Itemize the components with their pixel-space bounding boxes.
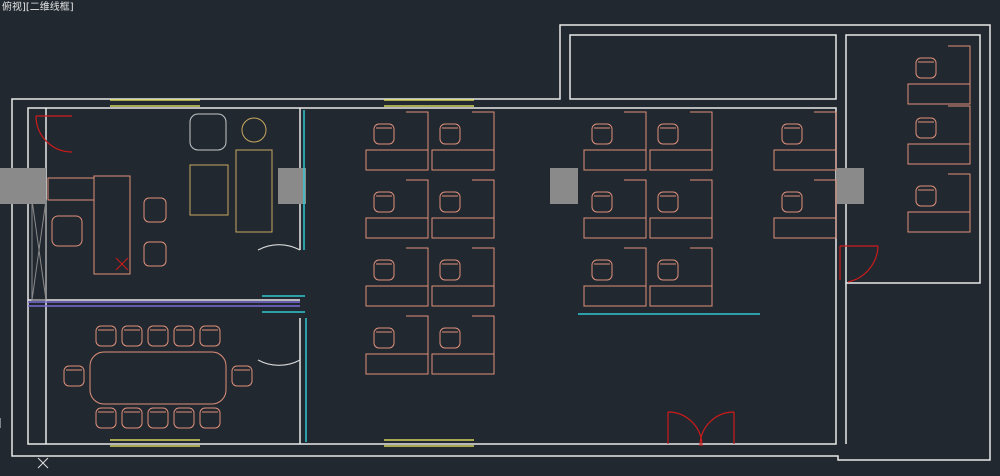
manager-office xyxy=(31,113,273,301)
workstation xyxy=(907,45,971,105)
chair xyxy=(657,259,679,281)
chair xyxy=(199,325,221,347)
chair xyxy=(439,191,461,213)
chair xyxy=(147,325,169,347)
conference-table xyxy=(89,351,227,405)
chair xyxy=(51,215,83,247)
chair xyxy=(373,259,395,281)
workstation xyxy=(583,111,647,171)
chair xyxy=(657,123,679,145)
workstation xyxy=(365,179,429,239)
viewport-label[interactable]: 俯视][二维线框] xyxy=(2,2,74,13)
workstation xyxy=(431,111,495,171)
workstation xyxy=(583,179,647,239)
chair xyxy=(95,325,117,347)
storage xyxy=(31,199,47,301)
workstation xyxy=(431,179,495,239)
columns xyxy=(0,168,864,204)
window xyxy=(384,439,474,447)
workstation xyxy=(431,247,495,307)
chair xyxy=(199,407,221,429)
door-main-left[interactable] xyxy=(667,411,703,447)
chair xyxy=(173,407,195,429)
ucs-icon xyxy=(0,418,49,469)
workstation xyxy=(649,111,713,171)
chair xyxy=(591,123,613,145)
chair xyxy=(95,407,117,429)
column xyxy=(278,168,306,204)
walls xyxy=(11,24,991,461)
meeting-room xyxy=(89,351,227,405)
desk-return xyxy=(47,177,95,201)
column xyxy=(836,168,864,204)
window xyxy=(384,99,474,107)
chair xyxy=(439,327,461,349)
window xyxy=(110,99,200,107)
workstation xyxy=(649,247,713,307)
chair xyxy=(915,117,937,139)
door-main-right[interactable] xyxy=(699,411,735,447)
workstation xyxy=(431,315,495,375)
chair xyxy=(591,259,613,281)
chair xyxy=(143,241,167,267)
column xyxy=(0,168,46,204)
sofa xyxy=(189,164,229,216)
windows xyxy=(110,99,474,447)
chair xyxy=(231,365,253,387)
chair xyxy=(915,185,937,207)
desk xyxy=(93,175,131,275)
armchair xyxy=(189,113,227,151)
meeting-chairs xyxy=(63,325,253,429)
workstation xyxy=(773,179,837,239)
chair xyxy=(439,259,461,281)
chair xyxy=(439,123,461,145)
workstation xyxy=(907,173,971,233)
glass-partitions xyxy=(262,110,760,442)
door-meeting[interactable] xyxy=(257,244,301,366)
chair xyxy=(657,191,679,213)
chair xyxy=(373,327,395,349)
chair xyxy=(915,57,937,79)
chair xyxy=(147,407,169,429)
window xyxy=(110,439,200,447)
workstation xyxy=(365,111,429,171)
workstation xyxy=(365,247,429,307)
chair xyxy=(63,365,85,387)
door-office[interactable] xyxy=(35,115,73,153)
plant xyxy=(241,117,267,143)
sofa xyxy=(235,149,273,233)
workstation xyxy=(773,111,837,171)
chair xyxy=(781,191,803,213)
chair xyxy=(121,325,143,347)
doors xyxy=(35,115,879,447)
chair xyxy=(781,123,803,145)
door-right[interactable] xyxy=(839,245,879,283)
workstation xyxy=(583,247,647,307)
phone xyxy=(115,257,129,271)
chair xyxy=(121,407,143,429)
chair xyxy=(373,123,395,145)
workstations xyxy=(365,45,971,375)
workstation xyxy=(365,315,429,375)
workstation xyxy=(649,179,713,239)
chair xyxy=(373,191,395,213)
column xyxy=(550,168,578,204)
workstation xyxy=(907,105,971,165)
chair xyxy=(173,325,195,347)
chair xyxy=(143,197,167,223)
chair xyxy=(591,191,613,213)
partition-track xyxy=(28,301,300,307)
